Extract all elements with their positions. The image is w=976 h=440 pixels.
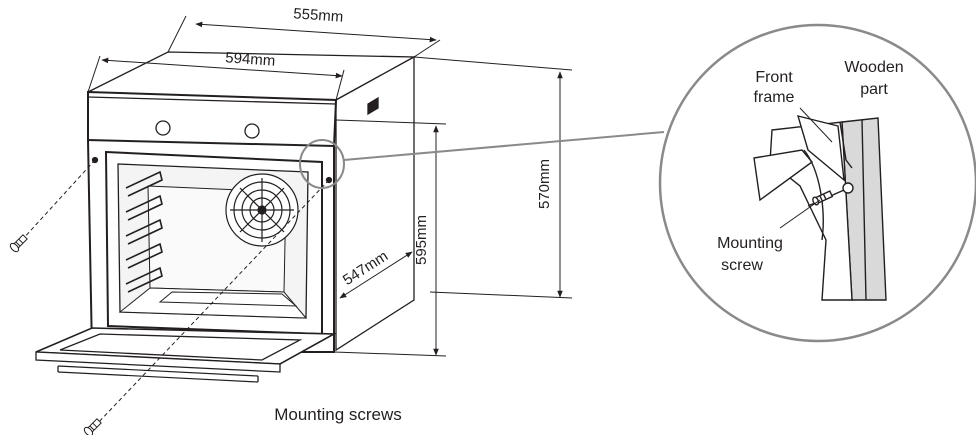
shelf-rails (125, 170, 163, 293)
oven-fan (225, 173, 299, 247)
label-wooden-part-1: Wooden (844, 59, 903, 76)
label-front-frame-1: Front (755, 69, 793, 86)
dim-label-width-front: 594mm (225, 49, 276, 69)
callout-connector (299, 131, 665, 189)
label-mounting-screw-1: Mounting (717, 235, 783, 252)
screw-icon (9, 234, 28, 253)
knob-left (155, 120, 171, 136)
screw-icon (83, 418, 102, 437)
dim-label-height-front: 595mm (413, 215, 430, 265)
caption-mounting-screws: Mounting screws (274, 405, 402, 424)
dim-label-depth-top: 555mm (293, 5, 344, 25)
dimension-lines (87, 15, 573, 357)
label-wooden-part-2: part (860, 81, 888, 98)
dim-label-height-side: 570mm (536, 159, 553, 209)
label-front-frame-2: frame (754, 89, 795, 106)
knob-right (244, 123, 260, 139)
callout-detail-view (658, 23, 976, 343)
oven-body (35, 51, 417, 383)
label-mounting-screw-2: screw (721, 257, 763, 274)
